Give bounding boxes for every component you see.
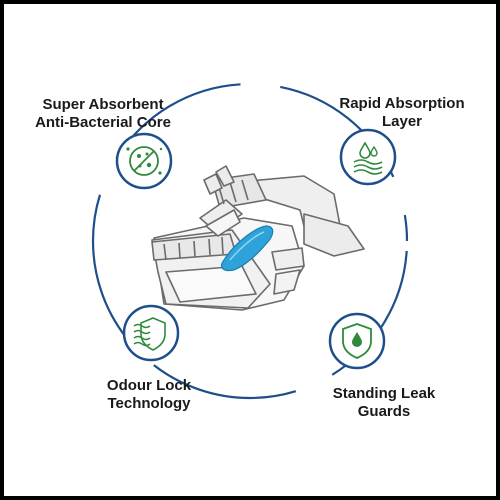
feature-guards-line2: Guards	[357, 403, 411, 420]
feature-odour-line1: Odour Lock	[106, 377, 192, 394]
feature-core-line2: Anti-Bacterial Core	[35, 114, 171, 131]
feature-graphic: Super Absorbent Anti-Bacterial Core Rapi…	[4, 4, 496, 496]
feature-guards-line1: Standing Leak	[332, 385, 436, 402]
water-drops-layers-icon	[339, 128, 397, 186]
feature-absorption-line1: Rapid Absorption	[339, 95, 465, 112]
absorbent-core	[221, 225, 274, 272]
feature-diagram	[91, 82, 409, 400]
diaper-illustration	[151, 165, 365, 311]
outer-ring	[91, 82, 409, 400]
core-highlight	[229, 231, 265, 261]
feature-label-core: Super Absorbent Anti-Bacterial Core	[18, 96, 188, 132]
feature-odour-line2: Technology	[107, 395, 191, 412]
feature-absorption-line2: Layer	[381, 113, 423, 130]
feature-label-guards: Standing Leak Guards	[304, 385, 464, 421]
feature-label-odour: Odour Lock Technology	[84, 377, 214, 413]
feature-label-absorption: Rapid Absorption Layer	[322, 95, 482, 131]
feature-core-line1: Super Absorbent	[42, 96, 164, 113]
drop-shield-icon	[328, 312, 386, 370]
odour-waves-shield-icon	[122, 304, 180, 362]
bacteria-shield-icon	[115, 132, 173, 190]
